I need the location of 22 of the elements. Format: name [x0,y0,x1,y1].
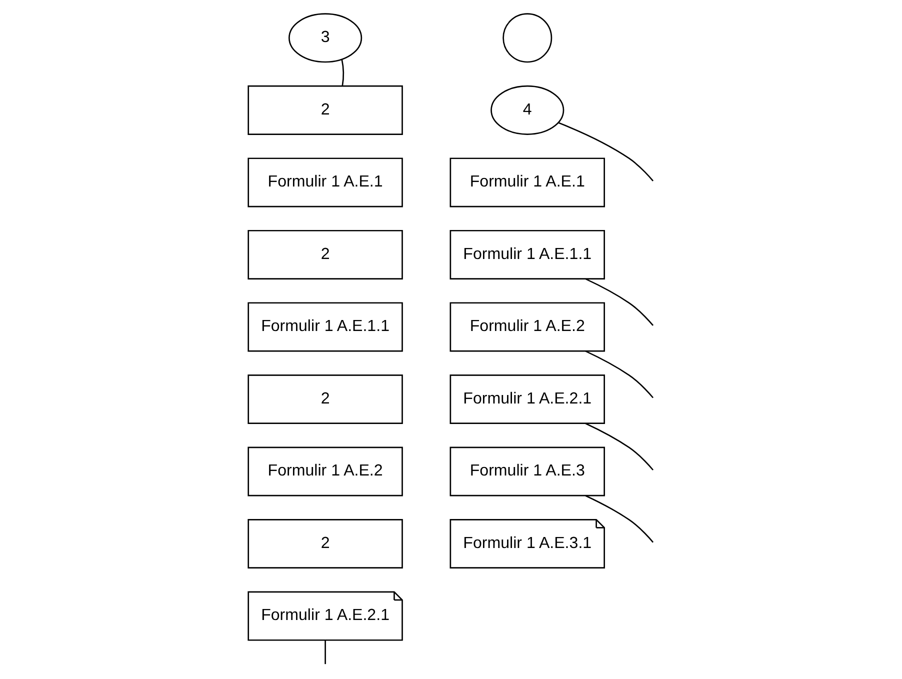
connector [585,422,654,470]
node-box: Formulir 1 A.E.2 [248,446,403,496]
node-ellipse: 3 [288,13,362,63]
connector [585,350,654,398]
node-box: Formulir 1 A.E.1 [248,158,403,208]
node-box: Formulir 1 A.E.1.1 [248,302,403,352]
node-box: Formulir 1 A.E.1 [450,158,605,208]
connector [558,122,654,182]
connector [341,59,344,86]
node-ellipse: 4 [490,85,564,135]
node-box: Formulir 1 A.E.1.1 [450,230,605,280]
connector [585,495,654,543]
node-box: 2 [248,519,403,569]
node-circle [502,13,552,63]
node-box: 2 [248,85,403,135]
node-box: Formulir 1 A.E.2.1 [450,374,605,424]
node-box: 2 [248,230,403,280]
node-box: Formulir 1 A.E.2 [450,302,605,352]
node-box: Formulir 1 A.E.3 [450,446,605,496]
connector [324,640,326,664]
node-box: 2 [248,374,403,424]
connector [585,278,654,326]
